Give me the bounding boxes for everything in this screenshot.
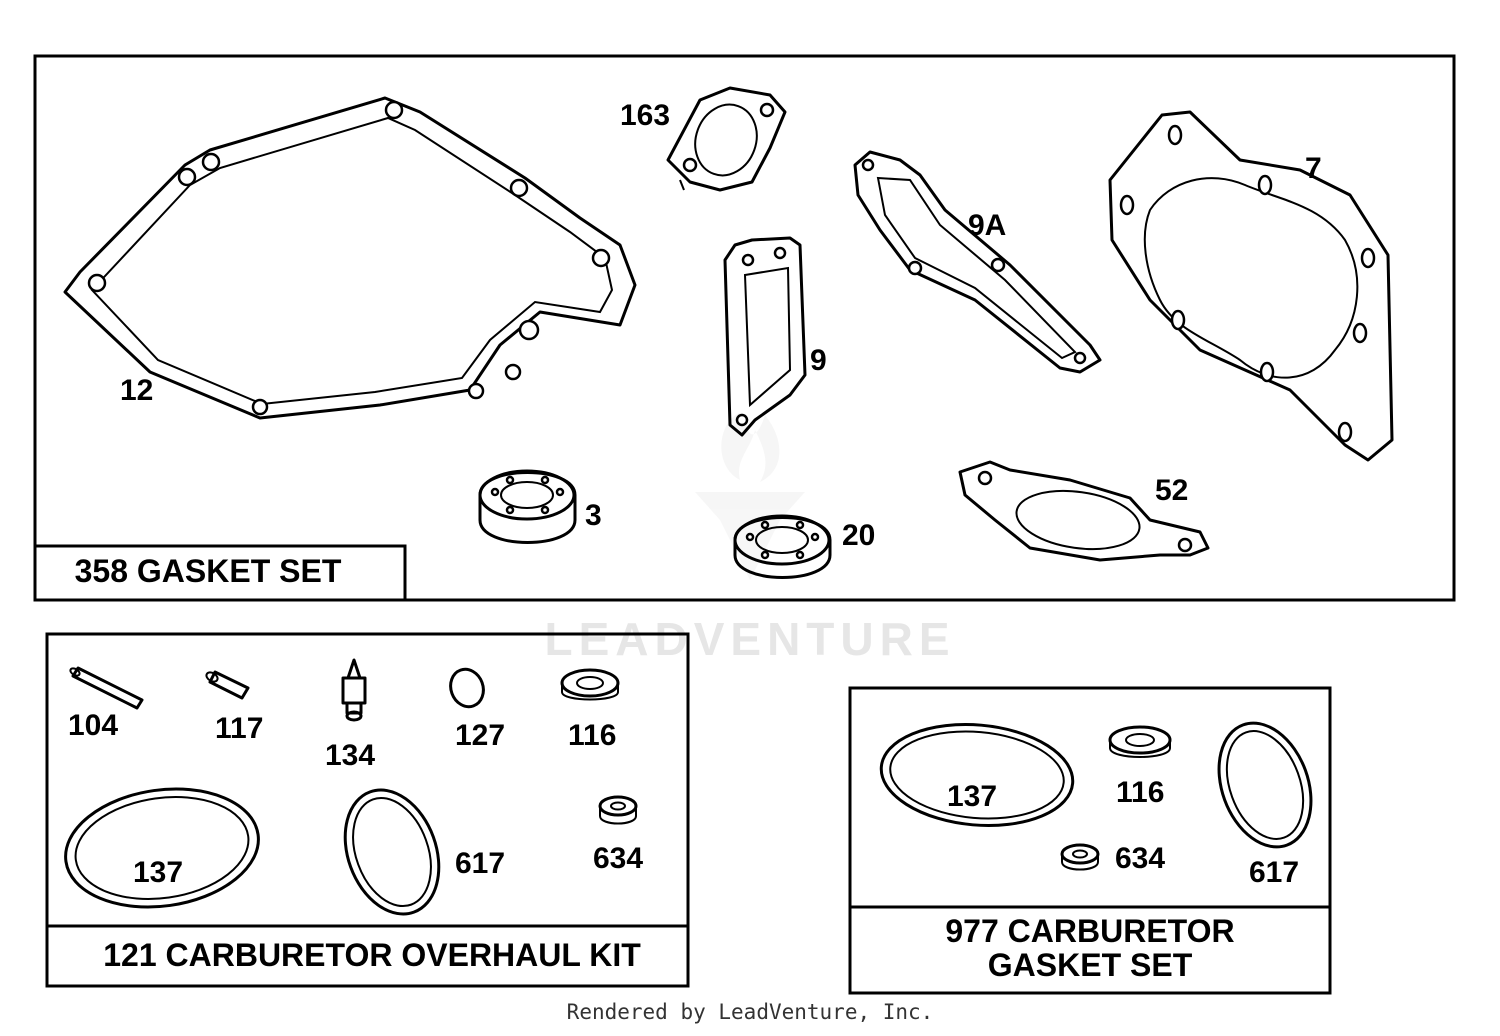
part-label-3: 3 [585, 499, 602, 532]
gasket-part-9 [723, 236, 807, 437]
oil-seal-part-3 [478, 469, 577, 544]
part-label-20: 20 [842, 519, 875, 552]
footer-credit: Rendered by LeadVenture, Inc. [566, 1000, 934, 1024]
washer-part-634 [598, 795, 638, 825]
part-label-163: 163 [620, 99, 670, 132]
tube-part-117 [205, 670, 250, 700]
gasket-part-163 [666, 86, 787, 192]
exhaust-gasket-part-52 [958, 460, 1210, 562]
gasket-set-title-line1: 977 CARBURETOR [945, 913, 1234, 949]
ring-part-617 [343, 788, 441, 916]
part-label-634-set: 634 [1115, 842, 1165, 875]
ring-part-617-set [1217, 721, 1313, 849]
part-label-116: 116 [568, 719, 616, 752]
washer-part-116-set [1108, 725, 1172, 758]
part-label-117: 117 [215, 712, 263, 745]
ring-part-137-set [879, 722, 1075, 828]
part-label-134: 134 [325, 739, 375, 772]
plug-part-127 [449, 667, 485, 709]
watermark-logo [695, 412, 805, 580]
gasket-part-9a [853, 150, 1102, 374]
needle-valve-part-134 [341, 658, 367, 722]
part-label-127: 127 [455, 719, 505, 752]
part-label-104: 104 [68, 709, 118, 742]
part-label-12: 12 [120, 374, 153, 407]
part-label-9: 9 [810, 344, 827, 377]
part-label-617-set: 617 [1249, 856, 1299, 889]
part-label-52: 52 [1155, 474, 1188, 507]
gasket-set-panel: 358 GASKET SET 12 163 [33, 54, 1456, 602]
crankcase-gasket-part-12 [63, 96, 637, 420]
part-label-137-set: 137 [947, 780, 997, 813]
part-label-617: 617 [455, 847, 505, 880]
part-label-116-set: 116 [1116, 776, 1164, 809]
gasket-set-title-line2: GASKET SET [988, 947, 1193, 983]
gasket-set-title: 358 GASKET SET [75, 553, 342, 589]
pin-part-104 [69, 666, 144, 710]
part-label-9a: 9A [968, 209, 1006, 242]
ring-part-137 [64, 787, 260, 909]
carburetor-overhaul-kit-panel: 121 CARBURETOR OVERHAUL KIT 104 117 134 … [45, 632, 690, 988]
head-gasket-part-7 [1108, 110, 1394, 462]
washer-part-116 [560, 668, 620, 701]
part-label-137: 137 [133, 856, 183, 889]
oil-seal-part-20 [733, 514, 832, 579]
part-label-634: 634 [593, 842, 643, 875]
part-label-7: 7 [1305, 152, 1322, 185]
overhaul-kit-title: 121 CARBURETOR OVERHAUL KIT [103, 937, 641, 973]
washer-part-634-set [1060, 843, 1100, 871]
watermark-text: LEADVENTURE [544, 613, 955, 665]
carburetor-gasket-set-panel: 977 CARBURETOR GASKET SET 137 116 617 63… [848, 686, 1332, 995]
